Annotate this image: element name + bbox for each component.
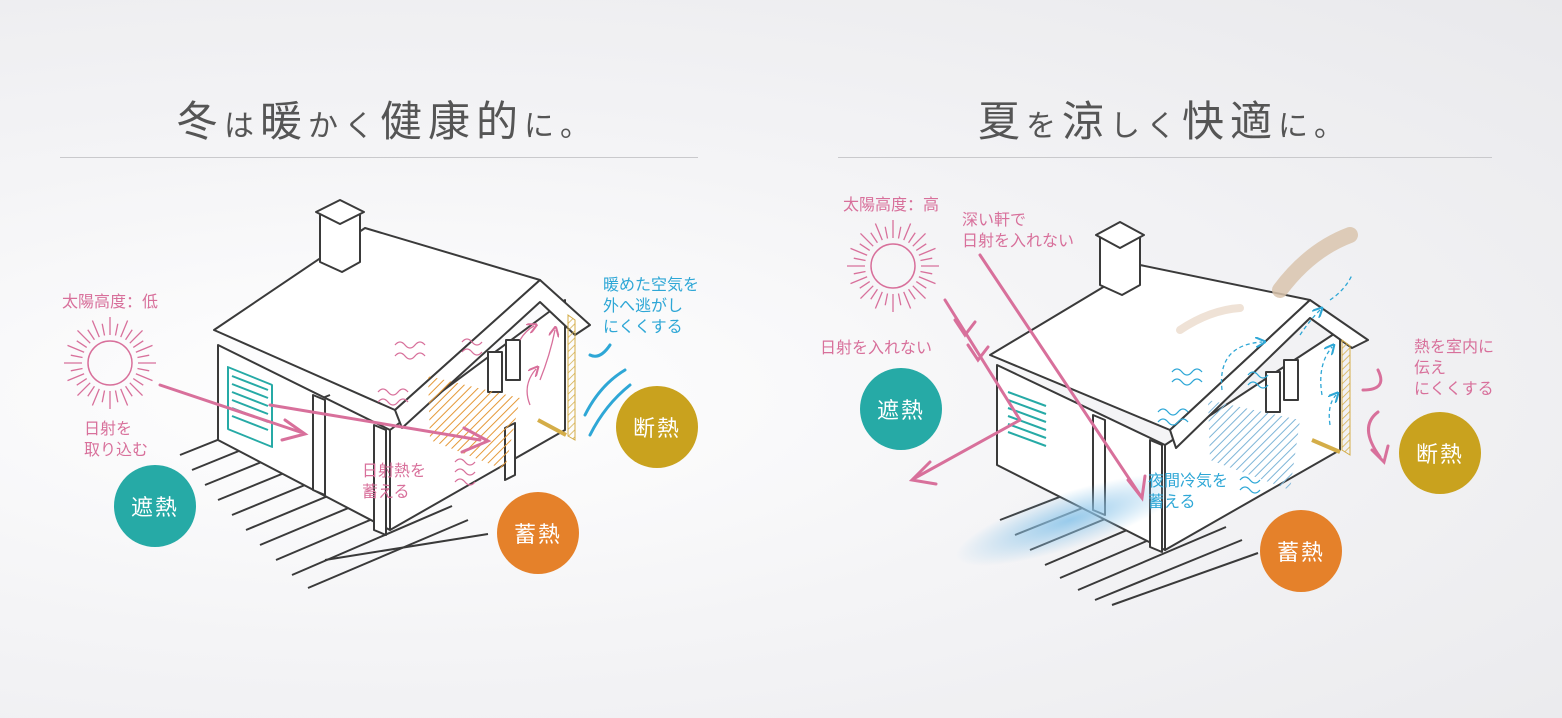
sun-ray [903, 223, 912, 241]
sun-ray [132, 340, 144, 348]
sun-ray [859, 281, 871, 289]
sun-ray [120, 388, 129, 406]
sun-ray [87, 329, 95, 341]
sun-ray [874, 291, 883, 309]
winter-title: 冬は暖かく健康的に。 [176, 97, 597, 146]
sun-ray [897, 226, 902, 239]
sun-ray [125, 385, 133, 397]
sun-ray [77, 330, 91, 344]
sun-ray [874, 223, 883, 241]
sun-ray [125, 329, 133, 341]
sun-ray [91, 320, 100, 338]
summer-shield-heat-badge: 遮熱 [860, 368, 942, 450]
summer-sunlight-arrows [908, 253, 1147, 502]
summer-thermal-storage-badge: 蓄熱 [1260, 510, 1342, 592]
sun-ray [76, 378, 88, 386]
winter-store-heat-label: 日射熱を 蓄える [362, 461, 427, 501]
sun-ray [903, 291, 912, 309]
winter-thermal-mass [428, 376, 520, 470]
sun-ray [860, 285, 874, 299]
winter-sunlight-in-label: 日射を 取り込む [84, 419, 149, 459]
summer-heat-arrows [1361, 368, 1390, 465]
summer-cool-breeze [955, 474, 1185, 566]
winter-wind-lines [583, 343, 632, 437]
sun-ray [853, 257, 866, 262]
winter-sun-rays [64, 317, 156, 409]
summer-sun-icon [870, 243, 916, 289]
sun-ray [135, 373, 153, 382]
winter-sun-altitude-label: 太陽高度：低 [62, 292, 159, 311]
sun-ray [870, 288, 878, 300]
summer-night-cool-label: 夜間冷気を 蓄える [1148, 471, 1229, 511]
sun-ray [132, 378, 144, 386]
summer-warm-airflow [1272, 227, 1358, 298]
sun-ray [101, 390, 106, 403]
sun-ray [918, 247, 936, 256]
winter-shield-heat-badge: 遮熱 [114, 465, 196, 547]
sun-ray [120, 320, 129, 338]
summer-heat-out-label: 熱を室内に 伝え にくくする [1414, 337, 1495, 398]
sun-ray [908, 288, 916, 300]
sun-ray [850, 247, 868, 256]
sun-ray [860, 233, 874, 247]
sun-ray [912, 233, 926, 247]
sun-ray [77, 382, 91, 396]
sun-ray [897, 293, 902, 306]
summer-cool-waves [1157, 274, 1353, 494]
sun-ray [114, 390, 119, 403]
summer-block-sun-label: 日射を入れない [820, 338, 933, 357]
summer-window-slats [1007, 391, 1047, 447]
winter-sun-icon [87, 340, 133, 386]
summer-sun-rays [847, 220, 939, 312]
sun-ray [920, 270, 933, 275]
sun-ray [70, 354, 83, 359]
sun-ray [912, 285, 926, 299]
sun-ray [129, 330, 143, 344]
winter-insulation-badge: 断熱 [616, 386, 698, 468]
summer-insulation-layer [1341, 339, 1351, 456]
summer-deep-eaves-label: 深い軒で 日射を入れない [962, 210, 1075, 250]
sun-ray [915, 281, 927, 289]
winter-divider [60, 157, 698, 158]
winter-thermal-storage-badge: 蓄熱 [497, 492, 579, 574]
summer-thermal-mass [1208, 400, 1300, 490]
sun-ray [67, 373, 85, 382]
winter-insulation-layer [567, 314, 576, 441]
sun-ray [129, 382, 143, 396]
sun-ray [137, 354, 150, 359]
sun-ray [850, 276, 868, 285]
sun-ray [908, 232, 916, 244]
sun-ray [70, 367, 83, 372]
sun-ray [137, 367, 150, 372]
sun-ray [915, 243, 927, 251]
sun-ray [101, 323, 106, 336]
sun-ray [114, 323, 119, 336]
winter-warm-air-label: 暖めた空気を 外へ逃がし にくくする [603, 275, 700, 336]
summer-title: 夏を涼しく快適に。 [978, 97, 1351, 146]
sun-ray [135, 344, 153, 353]
sun-ray [918, 276, 936, 285]
sun-ray [870, 232, 878, 244]
winter-sunlight-arrows [158, 383, 492, 454]
winter-heat-waves [377, 326, 555, 486]
sun-ray [87, 385, 95, 397]
summer-divider [838, 157, 1492, 158]
summer-sun-altitude-label: 太陽高度：高 [843, 195, 940, 214]
sun-ray [884, 293, 889, 306]
sun-ray [67, 344, 85, 353]
sun-ray [853, 270, 866, 275]
sun-ray [859, 243, 871, 251]
sun-ray [884, 226, 889, 239]
sun-ray [91, 388, 100, 406]
sun-ray [920, 257, 933, 262]
summer-insulation-badge: 断熱 [1399, 412, 1481, 494]
sun-ray [76, 340, 88, 348]
